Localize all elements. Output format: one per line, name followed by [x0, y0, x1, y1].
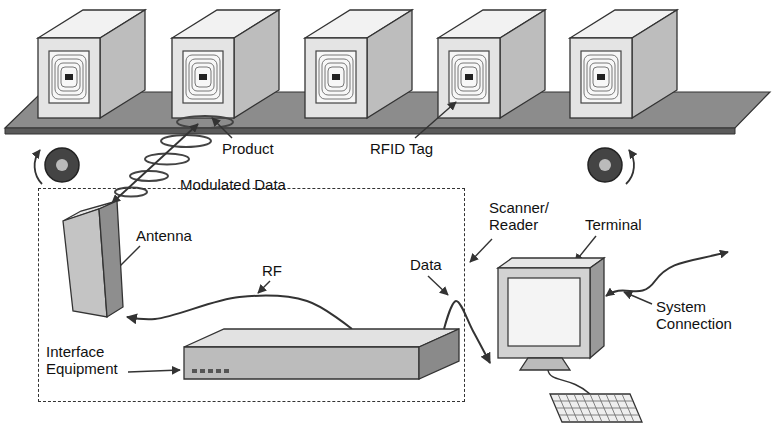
leader-line — [428, 276, 448, 295]
indicator-light — [216, 369, 221, 373]
indicator-light — [200, 369, 205, 373]
keyboard-cable — [548, 370, 590, 394]
antenna-side — [99, 201, 123, 317]
monitor-stand — [520, 358, 570, 370]
product-box — [305, 10, 412, 118]
leader-line — [415, 102, 456, 138]
leader-line — [624, 292, 652, 304]
keyboard — [550, 394, 642, 422]
signal-connector — [127, 296, 352, 329]
interface-equipment: Interface Equipment — [184, 329, 464, 389]
product-box — [172, 10, 279, 118]
leader-line — [128, 370, 180, 372]
antenna-shape — [61, 199, 127, 327]
key-column — [622, 394, 634, 422]
wave — [130, 171, 168, 181]
indicator-light — [208, 369, 213, 373]
node-label: Antenna — [136, 227, 192, 244]
scanner-reader-region: Scanner/ ReaderAntennaInterface Equipmen… — [38, 188, 465, 402]
indicator-light — [224, 369, 229, 373]
product-box — [38, 10, 145, 118]
roller — [45, 148, 79, 182]
belt-edge — [5, 128, 735, 134]
equipment-top — [184, 329, 459, 347]
system-connection-line — [606, 252, 728, 296]
monitor-side — [590, 258, 604, 358]
terminal-shape — [490, 258, 645, 430]
connector-label: RF — [262, 262, 282, 279]
rotation-arrow — [626, 150, 634, 184]
interface-equipment-shape — [184, 329, 464, 389]
monitor-screen — [508, 278, 580, 346]
connector-label: Data — [410, 256, 442, 273]
monitor-top — [498, 258, 604, 268]
monitor-bezel — [498, 268, 590, 358]
wave — [161, 135, 211, 147]
leader-line — [258, 281, 270, 293]
leader-line — [212, 118, 232, 138]
terminal: Terminal — [490, 258, 645, 430]
roller — [588, 148, 622, 182]
equipment-front — [184, 347, 419, 379]
product-box — [570, 10, 677, 118]
leader-line — [470, 239, 492, 262]
roller-hub — [56, 159, 68, 171]
rotation-arrow — [35, 150, 42, 184]
callout-label: RFID Tag — [370, 140, 433, 157]
roller-hub — [599, 159, 611, 171]
antenna: Antenna — [61, 199, 127, 327]
leader-lines — [110, 102, 652, 372]
equipment-side — [419, 329, 459, 379]
indicator-light — [192, 369, 197, 373]
node-label: Interface Equipment — [46, 343, 118, 377]
product-box — [438, 10, 545, 118]
callout-label: Modulated Data — [180, 176, 286, 193]
node-label: Scanner/ Reader — [489, 199, 549, 233]
product-boxes — [38, 10, 677, 118]
node-label: Terminal — [585, 216, 642, 233]
wave — [177, 116, 233, 128]
callout-label: Product — [222, 140, 274, 157]
wave — [145, 154, 189, 165]
callout-label: System Connection — [656, 298, 732, 332]
